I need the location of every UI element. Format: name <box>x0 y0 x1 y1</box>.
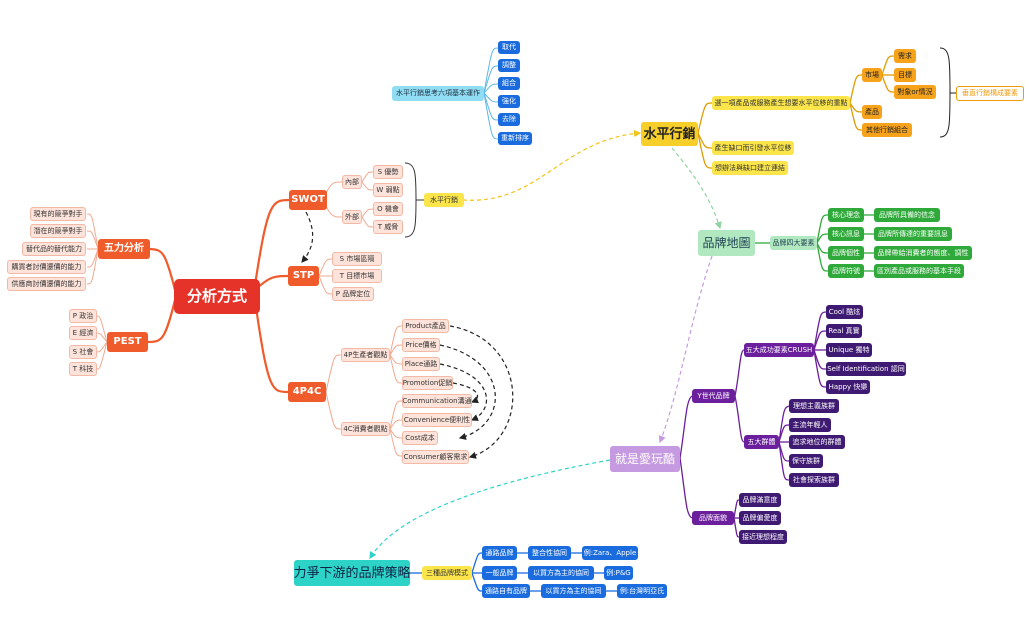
p-item[interactable]: Price價格 <box>402 338 440 352</box>
p-item[interactable]: Product產品 <box>402 319 449 333</box>
five-forces-item[interactable]: 替代品的替代能力 <box>22 242 86 256</box>
five-forces-node[interactable]: 五力分析 <box>98 239 150 259</box>
brand-example[interactable]: 例:P&G <box>604 566 633 580</box>
product-node[interactable]: 產品 <box>862 105 882 119</box>
c-item[interactable]: Cost成本 <box>402 431 438 445</box>
p4-producer-view[interactable]: 4P生產者觀點 <box>341 348 390 362</box>
market-item[interactable]: 對象or情況 <box>894 85 936 99</box>
group-item[interactable]: 追求地位的群體 <box>789 435 845 449</box>
stp-item[interactable]: T 目標市場 <box>332 269 382 283</box>
lateral-op[interactable]: 組合 <box>498 77 520 90</box>
five-forces-item[interactable]: 現有的競爭對手 <box>30 207 86 221</box>
group-item[interactable]: 理想主義族群 <box>789 399 839 413</box>
swot-external[interactable]: 外部 <box>342 210 362 224</box>
brand-element-key[interactable]: 品牌個性 <box>828 246 864 260</box>
lateral-op[interactable]: 重新排序 <box>498 132 532 145</box>
pest-item[interactable]: T 科技 <box>69 362 97 376</box>
brand-model[interactable]: 一般品牌 <box>482 566 517 580</box>
y-gen-brand-node[interactable]: Y世代品牌 <box>692 389 735 403</box>
brand-model[interactable]: 通路自有品牌 <box>482 584 530 598</box>
brand-element-desc[interactable]: 品牌所具備的信念 <box>874 208 940 222</box>
brand-map-node[interactable]: 品牌地圖 <box>698 230 755 256</box>
market-item[interactable]: 目標 <box>894 68 916 82</box>
play-cool-node[interactable]: 就是愛玩酷 <box>610 446 680 472</box>
c-item[interactable]: Convenience便利性 <box>402 413 472 427</box>
lateral-marketing-node[interactable]: 水平行銷 <box>641 122 698 146</box>
lateral-op[interactable]: 調整 <box>498 59 520 72</box>
swot-internal[interactable]: 內部 <box>342 175 362 189</box>
pest-item[interactable]: S 社會 <box>69 345 97 359</box>
brand-four-elements[interactable]: 品牌四大要素 <box>770 236 817 250</box>
stp-item[interactable]: P 品牌定位 <box>332 287 374 301</box>
swot-item[interactable]: O 機會 <box>373 202 403 216</box>
brand-model[interactable]: 通路品牌 <box>482 546 517 560</box>
crush-item[interactable]: Cool 酷炫 <box>826 305 863 319</box>
other-mix-node[interactable]: 其他行銷組合 <box>862 123 912 137</box>
swot-item[interactable]: T 威脅 <box>373 220 403 234</box>
vertical-marketing-node[interactable]: 垂直行銷構成要素 <box>956 86 1024 101</box>
synergy-type[interactable]: 以買方為主的協同 <box>541 584 606 598</box>
three-brand-models[interactable]: 三種品牌模式 <box>422 566 472 580</box>
swot-horizontal-marketing[interactable]: 水平行銷 <box>424 193 464 207</box>
pest-item[interactable]: E 經濟 <box>69 326 97 340</box>
swot-item[interactable]: W 弱點 <box>373 183 403 197</box>
pest-item[interactable]: P 政治 <box>69 309 97 323</box>
five-forces-item[interactable]: 購買者討價還價的能力 <box>7 260 86 274</box>
lateral-branch[interactable]: 選一項產品或服務產生想要水平位移的重點 <box>712 96 850 110</box>
brand-element-key[interactable]: 品牌符號 <box>828 264 864 278</box>
pest-node[interactable]: PEST <box>107 332 148 352</box>
group-item[interactable]: 保守族群 <box>789 454 823 468</box>
c-item[interactable]: Communication溝通 <box>402 394 472 408</box>
swot-node[interactable]: SWOT <box>289 190 327 210</box>
group-item[interactable]: 主流年輕人 <box>789 418 831 432</box>
brand-example[interactable]: 例:Zara、Apple <box>582 546 638 560</box>
brand-element-desc[interactable]: 品牌帶給消費者的態度、調性 <box>874 246 972 260</box>
stp-node[interactable]: STP <box>288 266 319 286</box>
brand-element-key[interactable]: 核心理念 <box>828 208 864 222</box>
market-item[interactable]: 需求 <box>894 49 916 63</box>
five-forces-item[interactable]: 潛在的競爭對手 <box>30 224 86 238</box>
aspect-item[interactable]: 接近理想程度 <box>739 530 787 544</box>
brand-element-desc[interactable]: 區別產品或服務的基本手段 <box>874 264 964 278</box>
brand-element-key[interactable]: 核心訊息 <box>828 227 864 241</box>
synergy-type[interactable]: 以買方為主的協同 <box>528 566 594 580</box>
crush-item[interactable]: Real 真實 <box>826 324 862 338</box>
aspect-item[interactable]: 品牌偏愛度 <box>739 511 781 525</box>
five-forces-item[interactable]: 供應商討價還價的能力 <box>7 277 86 291</box>
crush-item[interactable]: Unique 獨特 <box>826 343 872 357</box>
c-item[interactable]: Consumer顧客需求 <box>402 450 469 464</box>
crush-item[interactable]: Happy 快樂 <box>826 380 870 394</box>
five-groups-node[interactable]: 五大群體 <box>744 435 779 449</box>
brand-aspects-node[interactable]: 品牌面貌 <box>692 511 734 525</box>
brand-element-desc[interactable]: 品牌所傳達的重要訊息 <box>874 227 952 241</box>
crush-node[interactable]: 五大成功要素CRUSH <box>744 343 814 357</box>
swot-item[interactable]: S 優勢 <box>373 165 403 179</box>
lateral-branch[interactable]: 產生缺口而引發水平位移 <box>712 141 794 155</box>
lateral-op[interactable]: 去除 <box>498 113 520 126</box>
lateral-ops-label[interactable]: 水平行銷思考六項基本運作 <box>392 86 484 101</box>
root-node[interactable]: 分析方式 <box>174 279 260 314</box>
market-node[interactable]: 市場 <box>862 68 882 82</box>
lateral-op[interactable]: 取代 <box>498 41 520 54</box>
synergy-type[interactable]: 整合性協同 <box>528 546 571 560</box>
lateral-op[interactable]: 強化 <box>498 95 520 108</box>
aspect-item[interactable]: 品牌滿意度 <box>739 493 781 507</box>
c4-consumer-view[interactable]: 4C消費者觀點 <box>341 422 390 436</box>
crush-item[interactable]: Self Identification 認同 <box>826 362 906 376</box>
stp-item[interactable]: S 市場區隔 <box>332 252 382 266</box>
downstream-strategy-node[interactable]: 力爭下游的品牌策略 <box>294 560 411 586</box>
p4c4-node[interactable]: 4P4C <box>288 382 326 402</box>
p-item[interactable]: Promotion促銷 <box>402 376 453 390</box>
lateral-branch[interactable]: 想辦法與缺口建立連結 <box>712 161 788 175</box>
p-item[interactable]: Place通路 <box>402 357 440 371</box>
group-item[interactable]: 社會探索族群 <box>789 473 839 487</box>
brand-example[interactable]: 例:台灣明亞氏 <box>617 584 667 598</box>
